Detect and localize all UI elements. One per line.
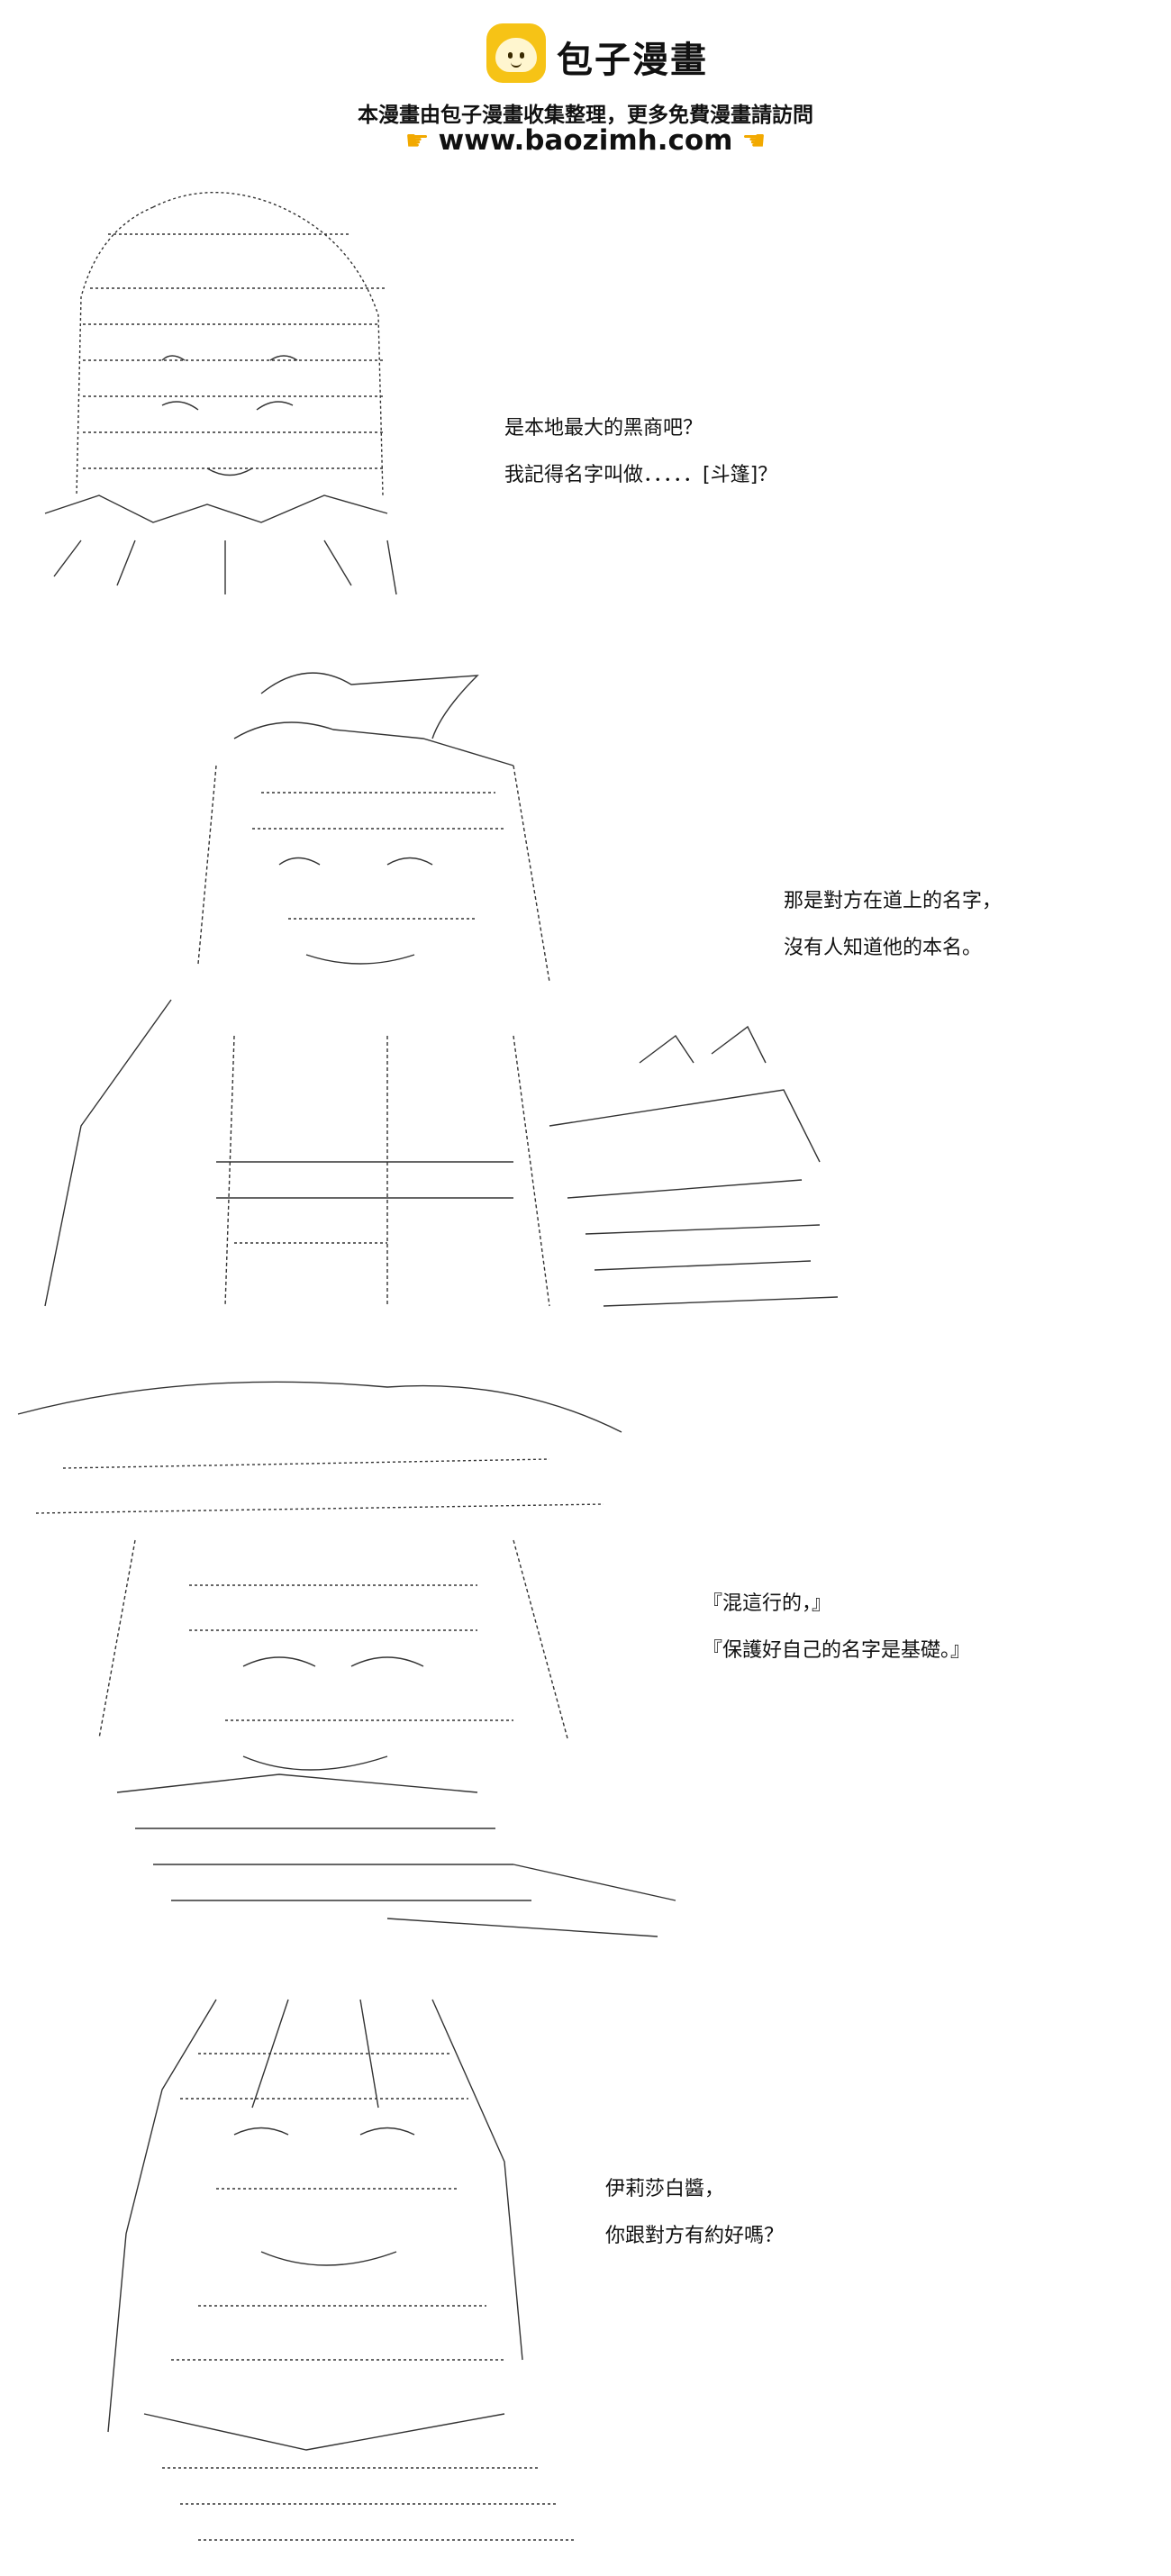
panel-1-ascii-art (27, 180, 414, 603)
brand-name[interactable]: 包子漫畫 (557, 40, 708, 81)
dialogue-line: 沒有人知道他的本名。 (784, 937, 983, 959)
dialogue-line: 我記得名字叫做．．．．．[斗篷]？ (504, 464, 778, 486)
bun-face (495, 38, 537, 72)
site-header: 包子漫畫 本漫畫由包子漫畫收集整理，更多免費漫畫請訪問 ☛www.baozimh… (0, 0, 1171, 162)
panel-4-dialogue: 伊莉莎白醬， 你跟對方有約好嗎？ (605, 2166, 784, 2260)
dialogue-line: 那是對方在道上的名字， (784, 890, 1003, 912)
panel-4: 伊莉莎白醬， 你跟對方有約好嗎？ (0, 1982, 1171, 2576)
panel-3-dialogue: 『混這行的，』 『保護好自己的名字是基礎。』 (703, 1581, 970, 1674)
collection-notice: 本漫畫由包子漫畫收集整理，更多免費漫畫請訪問 (358, 104, 813, 127)
panel-2-dialogue: 那是對方在道上的名字， 沒有人知道他的本名。 (784, 878, 1002, 972)
panel-2-ascii-art (9, 658, 847, 1324)
dialogue-line: 你跟對方有約好嗎？ (605, 2225, 785, 2247)
panel-3-ascii-art (9, 1360, 694, 1955)
panel-3: 『混這行的，』 『保護好自己的名字是基礎。』 (0, 1351, 1171, 1964)
bun-mascot-icon[interactable] (486, 23, 546, 83)
panel-2: 那是對方在道上的名字， 沒有人知道他的本名。 (0, 649, 1171, 1333)
panel-1-dialogue: 是本地最大的黑商吧？ 我記得名字叫做．．．．．[斗篷]？ (504, 405, 777, 499)
dialogue-line: 伊莉莎白醬， (605, 2178, 725, 2200)
site-link-row: ☛www.baozimh.com☚ (0, 124, 1171, 157)
site-link[interactable]: www.baozimh.com (438, 124, 733, 157)
panel-1: 是本地最大的黑商吧？ 我記得名字叫做．．．．．[斗篷]？ (0, 171, 1171, 621)
dialogue-line: 『混這行的，』 (703, 1592, 832, 1615)
dialogue-line: 是本地最大的黑商吧？ (504, 417, 704, 440)
pointing-hand-icon: ☛ (404, 125, 430, 157)
dialogue-line: 『保護好自己的名字是基礎。』 (703, 1639, 971, 1662)
panel-4-ascii-art (36, 1982, 595, 2567)
pointing-hand-icon: ☚ (741, 125, 767, 157)
